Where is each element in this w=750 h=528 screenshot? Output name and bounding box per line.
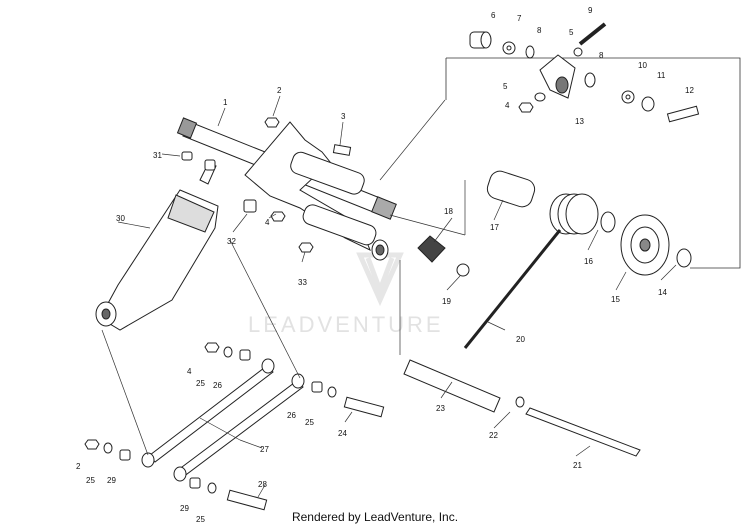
footer-credit: Rendered by LeadVenture, Inc. [291, 510, 459, 524]
callout-labels: 1 2 3 4 4 4 5 5 6 7 8 8 9 10 11 12 13 14… [76, 6, 694, 524]
callout-13: 13 [575, 117, 584, 126]
callout-31: 31 [153, 151, 162, 160]
watermark: LEADVENTURE [248, 252, 444, 337]
callout-2: 2 [76, 462, 81, 471]
callout-5: 5 [569, 28, 574, 37]
callout-4: 4 [505, 101, 510, 110]
long-shafts [403, 359, 641, 457]
lower-links [84, 342, 385, 511]
callout-3: 3 [341, 112, 346, 121]
callout-18: 18 [444, 207, 453, 216]
upper-linkage-parts [469, 22, 700, 123]
callout-23: 23 [436, 404, 445, 413]
callout-7: 7 [517, 14, 522, 23]
bracket-frame [445, 57, 741, 269]
callout-33: 33 [298, 278, 307, 287]
spring-assembly [456, 170, 692, 349]
callout-4: 4 [187, 367, 192, 376]
callout-27: 27 [260, 445, 269, 454]
leader-lines [101, 95, 677, 498]
callout-29: 29 [107, 476, 116, 485]
callout-22: 22 [489, 431, 498, 440]
callout-25: 25 [305, 418, 314, 427]
callout-12: 12 [685, 86, 694, 95]
small-hardware [181, 102, 534, 253]
roller [417, 235, 446, 263]
callout-17: 17 [490, 223, 499, 232]
callout-15: 15 [611, 295, 620, 304]
pivot-bracket [244, 121, 389, 261]
callout-25: 25 [86, 476, 95, 485]
shock-absorber [95, 163, 219, 331]
callout-14: 14 [658, 288, 667, 297]
callout-24: 24 [338, 429, 347, 438]
callout-5: 5 [503, 82, 508, 91]
callout-16: 16 [584, 257, 593, 266]
callout-20: 20 [516, 335, 525, 344]
callout-29: 29 [180, 504, 189, 513]
callout-21: 21 [573, 461, 582, 470]
callout-30: 30 [116, 214, 125, 223]
callout-25: 25 [196, 515, 205, 524]
callout-9: 9 [588, 6, 593, 15]
callout-4: 4 [265, 218, 270, 227]
callout-6: 6 [491, 11, 496, 20]
callout-19: 19 [442, 297, 451, 306]
callout-28: 28 [258, 480, 267, 489]
watermark-text: LEADVENTURE [248, 312, 444, 337]
callout-2: 2 [277, 86, 282, 95]
callout-11: 11 [657, 71, 666, 80]
callout-8: 8 [537, 26, 542, 35]
callout-1: 1 [223, 98, 228, 107]
callout-25: 25 [196, 379, 205, 388]
callout-26: 26 [213, 381, 222, 390]
callout-10: 10 [638, 61, 647, 70]
callout-8: 8 [599, 51, 604, 60]
callout-26: 26 [287, 411, 296, 420]
callout-32: 32 [227, 237, 236, 246]
